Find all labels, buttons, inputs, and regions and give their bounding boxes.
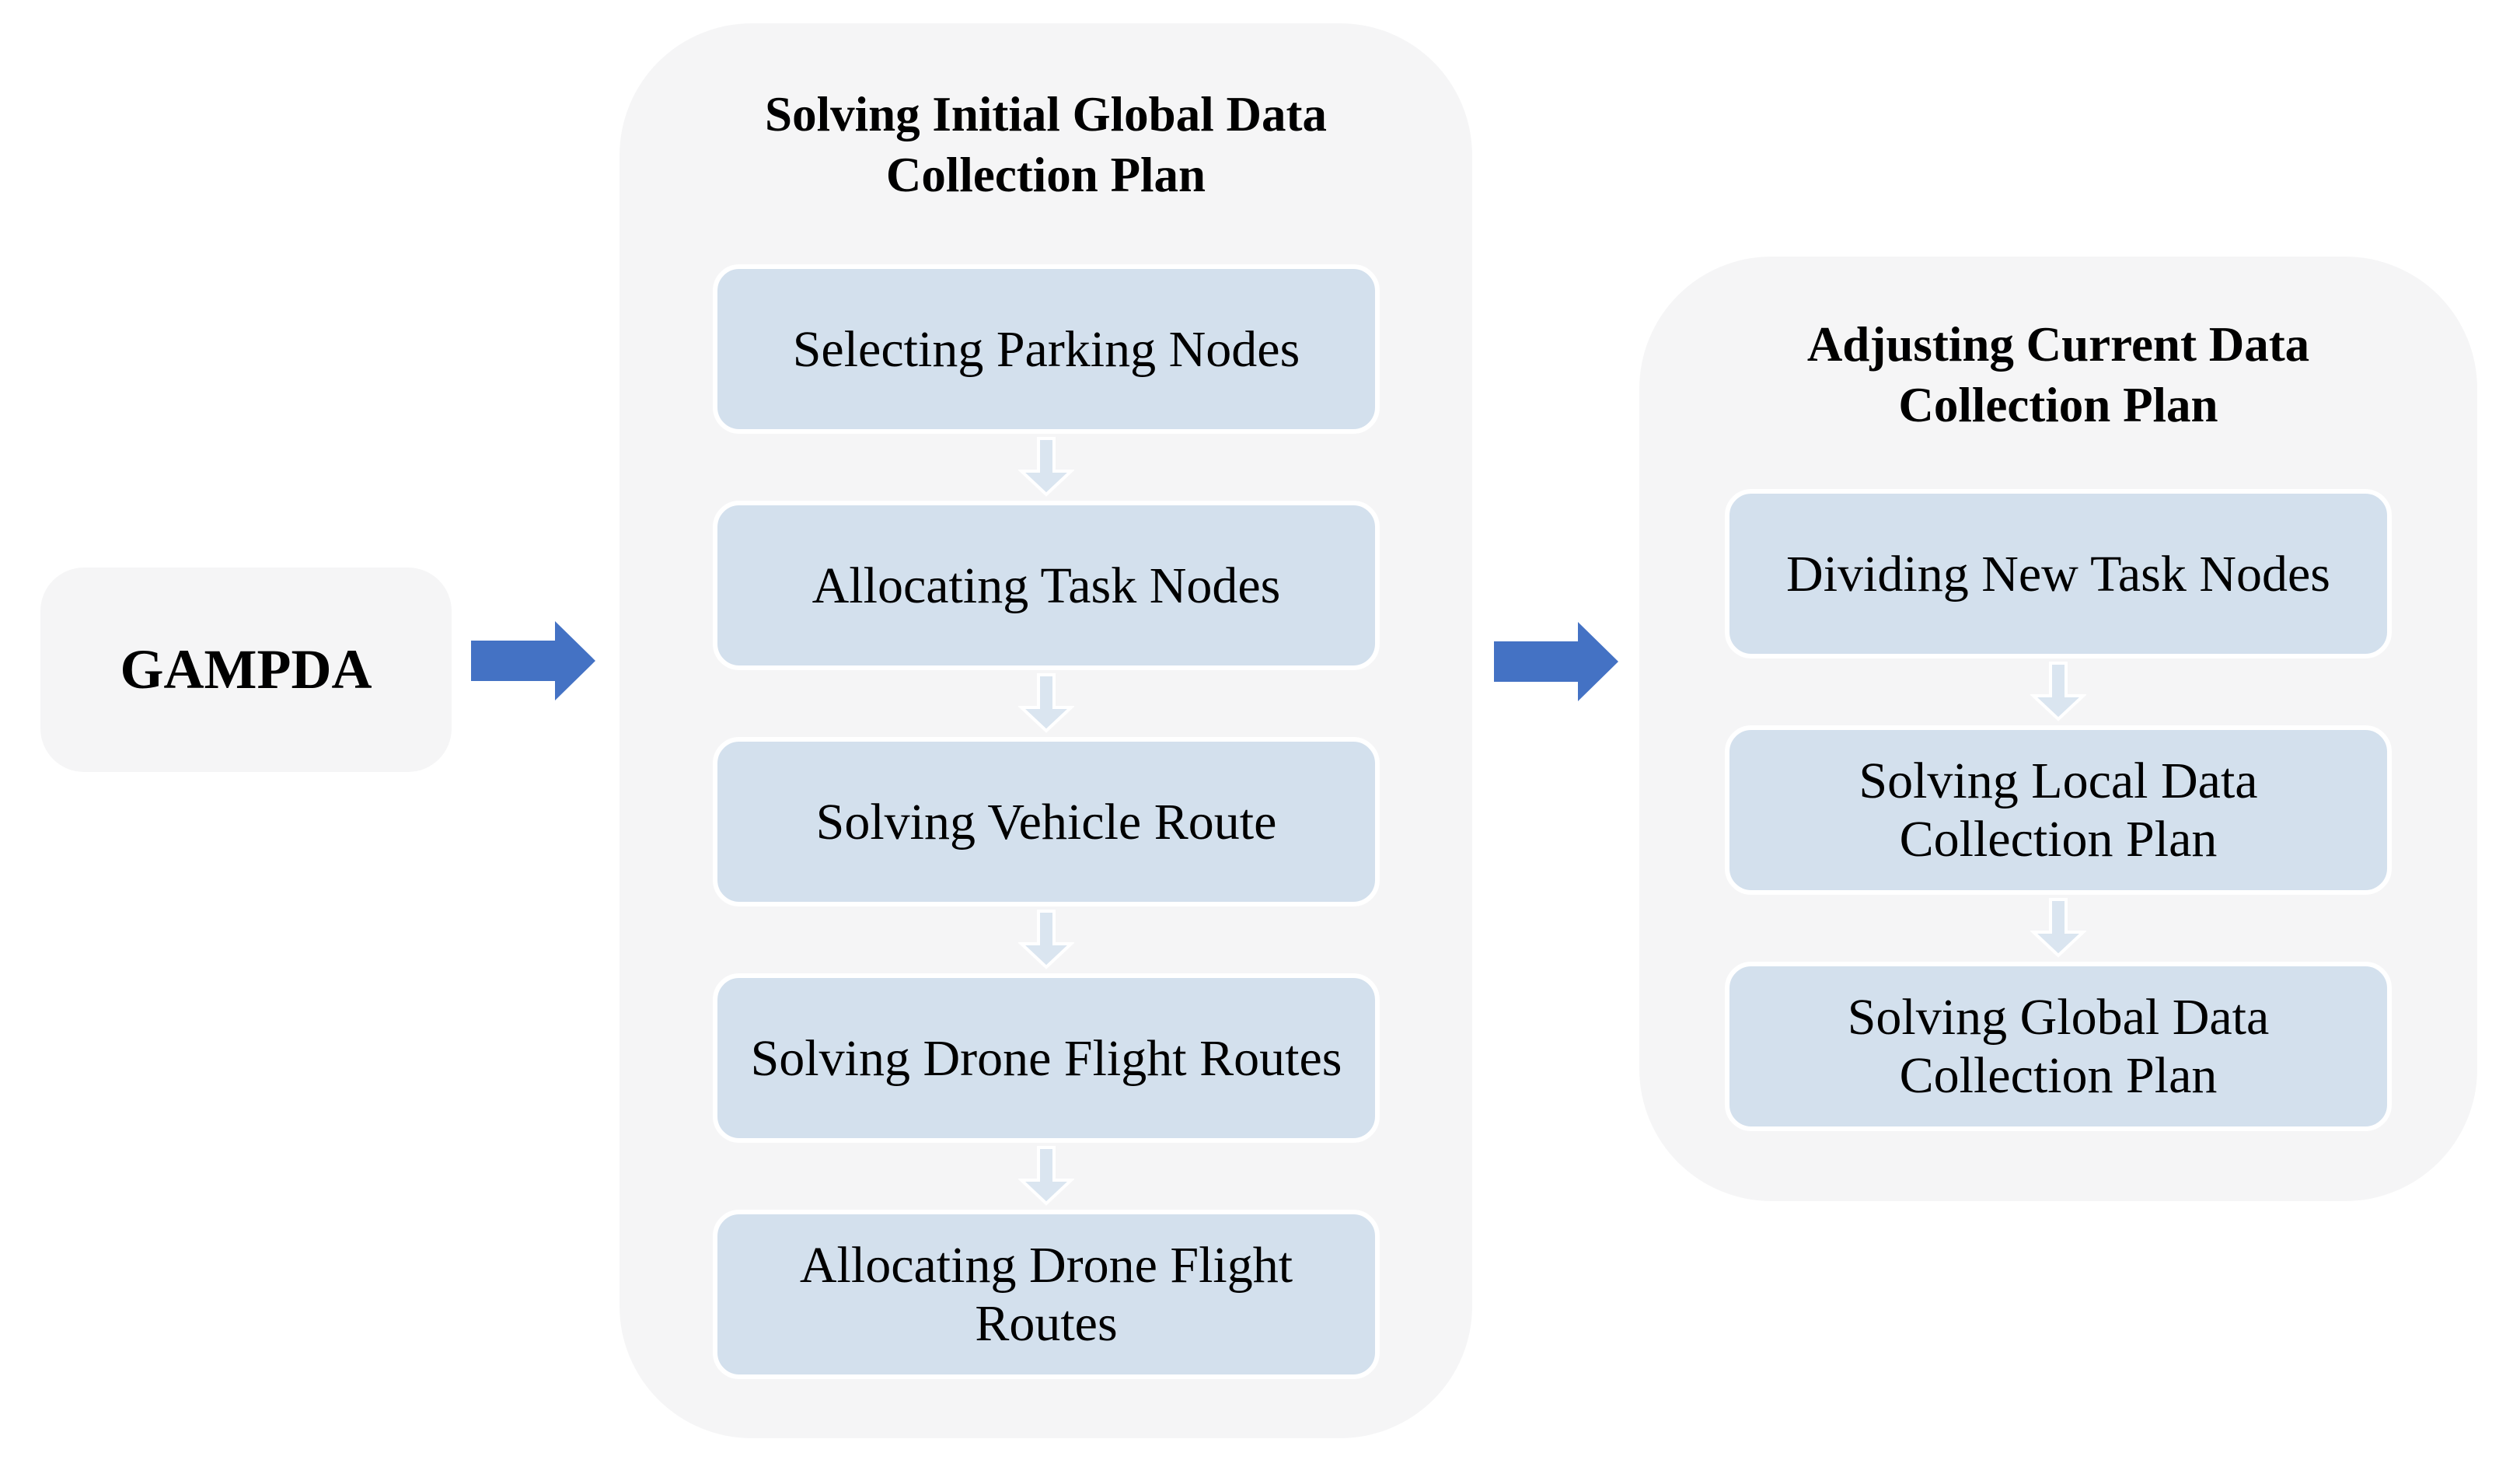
right-arrow-icon (1494, 622, 1618, 701)
step-label: Solving Global Data Collection Plan (1847, 989, 2270, 1104)
down-arrow-icon (1018, 437, 1074, 497)
gampda-box: GAMPDA (40, 568, 452, 772)
step-label: Allocating Drone Flight Routes (799, 1237, 1293, 1352)
gampda-label: GAMPDA (120, 638, 372, 700)
step-dividing-new-task-nodes: Dividing New Task Nodes (1725, 489, 2392, 658)
down-arrow-icon (1018, 673, 1074, 733)
panel-adjusting-title: Adjusting Current Data Collection Plan (1806, 317, 2310, 432)
step-label: Dividing New Task Nodes (1786, 545, 2330, 603)
step-label: Allocating Task Nodes (811, 557, 1281, 614)
panel-adjusting-plan: Adjusting Current Data Collection Plan D… (1639, 257, 2477, 1201)
step-solving-local-data-collection-plan: Solving Local Data Collection Plan (1725, 725, 2392, 895)
step-solving-global-data-collection-plan: Solving Global Data Collection Plan (1725, 962, 2392, 1131)
panel-initial-plan: Solving Initial Global Data Collection P… (620, 23, 1472, 1438)
step-label: Solving Drone Flight Routes (750, 1029, 1342, 1087)
right-arrow-icon (471, 621, 595, 700)
down-arrow-icon (2030, 898, 2086, 958)
panel-initial-title: Solving Initial Global Data Collection P… (765, 87, 1327, 202)
step-label: Solving Local Data Collection Plan (1859, 753, 2258, 868)
down-arrow-icon (1018, 910, 1074, 969)
step-allocating-drone-flight-routes: Allocating Drone Flight Routes (713, 1210, 1380, 1379)
down-arrow-icon (1018, 1146, 1074, 1206)
step-label: Selecting Parking Nodes (792, 320, 1300, 378)
step-allocating-task-nodes: Allocating Task Nodes (713, 501, 1380, 670)
step-solving-vehicle-route: Solving Vehicle Route (713, 737, 1380, 906)
step-solving-drone-flight-routes: Solving Drone Flight Routes (713, 973, 1380, 1143)
down-arrow-icon (2030, 662, 2086, 721)
step-label: Solving Vehicle Route (815, 793, 1277, 851)
step-selecting-parking-nodes: Selecting Parking Nodes (713, 264, 1380, 434)
